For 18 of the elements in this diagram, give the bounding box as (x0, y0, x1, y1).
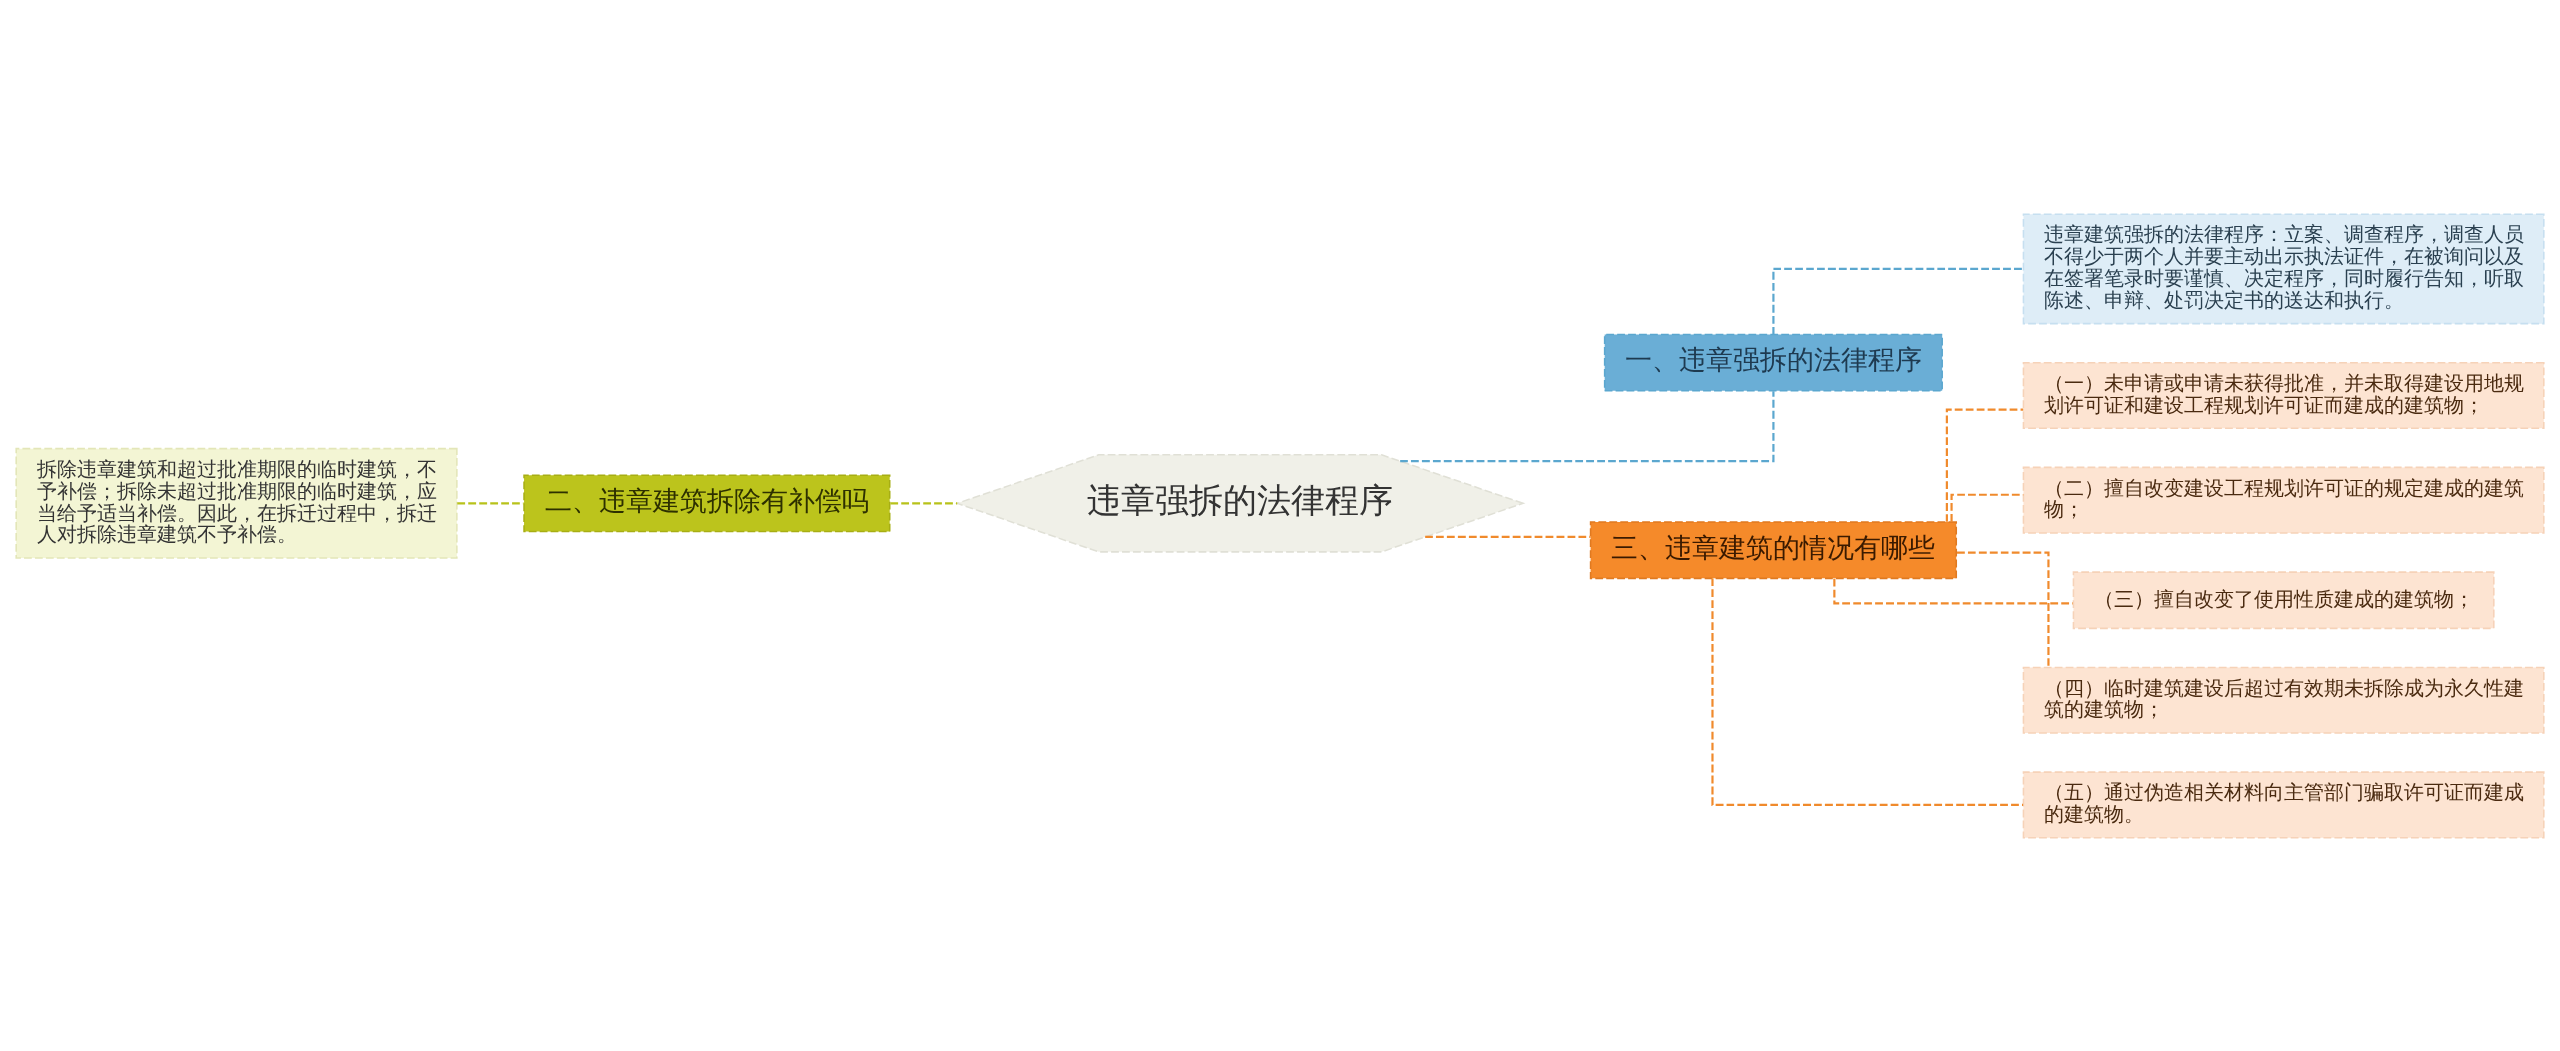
node-box: 违章建筑强拆的法律程序：立案、调查程序，调查人员不得少于两个人并要主动出示执法证件，在被询问以及在签署笔录时要谨慎、决定程序，同时履行告知，听取陈述、申辩、处罚决定书的送达和执行。 (2022, 212, 2545, 324)
connector (1711, 577, 2024, 806)
node-box: （三）擅自改变了使用性质建成的建筑物； (2072, 570, 2495, 629)
node-box: 二、违章建筑拆除有补偿吗 (523, 473, 891, 532)
node-box: 一、违章强拆的法律程序 (1603, 333, 1943, 392)
node-box: （二）擅自改变建设工程规划许可证的规定建成的建筑物； (2022, 466, 2545, 534)
node-box: 三、违章建筑的情况有哪些 (1589, 520, 1958, 579)
connector (1945, 408, 2024, 522)
connector (1425, 535, 1591, 538)
connector (457, 501, 524, 504)
node-box: （五）通过伪造相关材料向主管部门骗取许可证而建成的建筑物。 (2022, 770, 2545, 839)
connector (890, 501, 958, 504)
connector (1772, 267, 2024, 335)
connector (1400, 390, 1775, 462)
connector (1956, 550, 2050, 667)
node-box: 拆除违章建筑和超过批准期限的临时建筑，不予补偿；拆除未超过批准期限的临时建筑，应当给予适当补偿。因此，在拆迁过程中，拆迁人对拆除违章建筑不予补偿。 (15, 447, 458, 559)
node-box: （四）临时建筑建设后超过有效期未拆除成为永久性建筑的建筑物； (2022, 666, 2545, 734)
node-box: （一）未申请或申请未获得批准，并未取得建设用地规划许可证和建设工程规划许可证而建成的建筑物； (2022, 361, 2545, 429)
